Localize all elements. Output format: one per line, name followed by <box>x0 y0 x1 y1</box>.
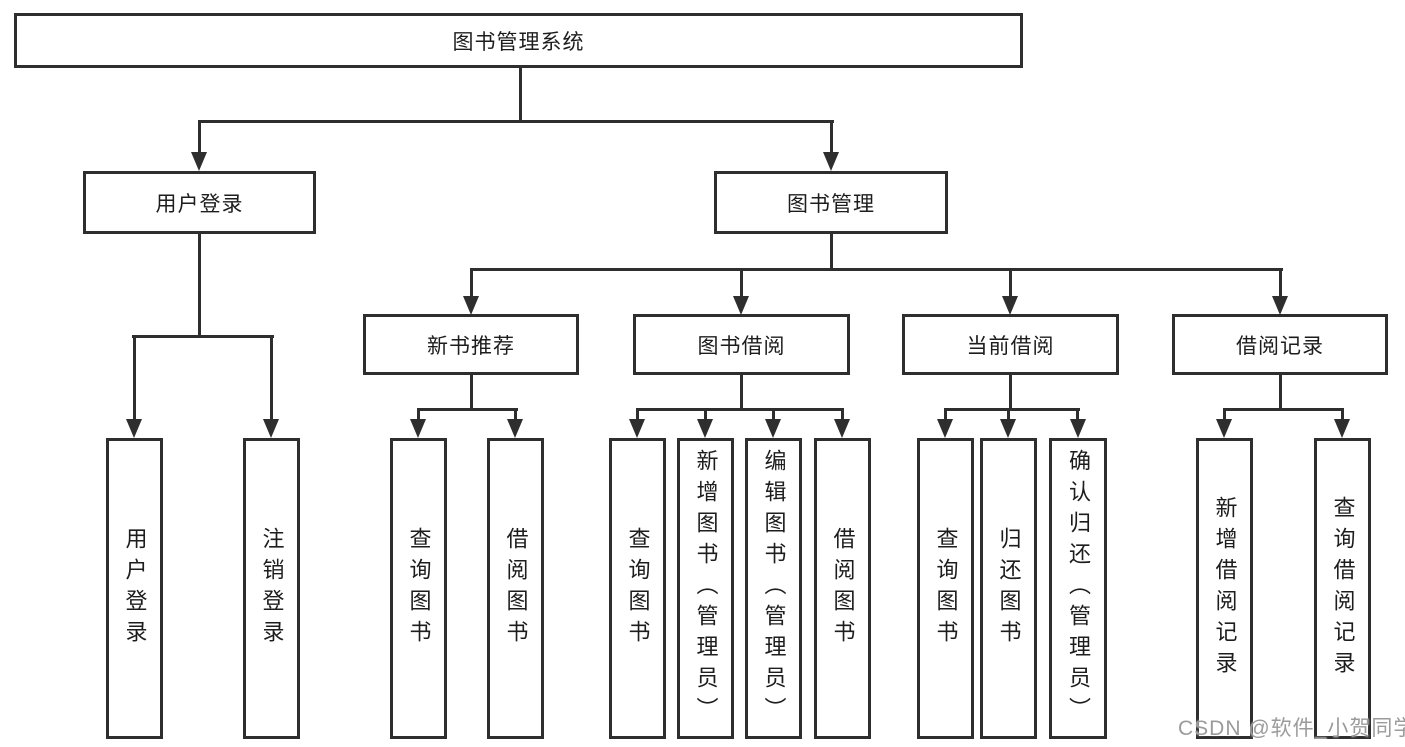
arrowhead-user-login <box>191 152 207 171</box>
edge-borrow-record-stem <box>1279 375 1282 410</box>
arrowhead-confirm-return <box>1070 419 1086 438</box>
edge-to-query-record <box>1341 408 1344 422</box>
edge-new-book-rail <box>417 408 518 411</box>
leaf-query-borrow-record: 查询借阅记录 <box>1314 438 1371 739</box>
edge-to-borrow-a <box>514 408 517 422</box>
edge-to-new-book <box>470 268 473 298</box>
csdn-watermark: CSDN @软件_小贺同学 <box>1178 717 1405 740</box>
edge-user-login-rail <box>132 335 274 338</box>
edge-book-mgmt-stem <box>830 234 833 270</box>
arrowhead-leaf-logout <box>263 419 279 438</box>
edge-to-add-book <box>704 408 707 422</box>
arrowhead-book-mgmt <box>823 152 839 171</box>
edge-to-borrow-record <box>1279 268 1282 298</box>
arrowhead-borrow-b <box>834 419 850 438</box>
edge-to-borrow-b <box>841 408 844 422</box>
leaf-add-borrow-record: 新增借阅记录 <box>1196 438 1253 739</box>
leaf-borrow-book-a: 借阅图书 <box>487 438 544 739</box>
node-user-login: 用户登录 <box>83 171 316 234</box>
node-current-borrow: 当前借阅 <box>902 314 1119 375</box>
leaf-user-login: 用户登录 <box>106 438 163 739</box>
node-root: 图书管理系统 <box>14 13 1023 68</box>
edge-root-rail <box>198 120 834 123</box>
edge-user-login-stem <box>198 234 201 337</box>
edge-to-book-borrow <box>740 268 743 298</box>
edge-to-query-b <box>636 408 639 422</box>
arrowhead-current-borrow <box>1002 296 1018 315</box>
leaf-query-book-b: 查询图书 <box>609 438 666 739</box>
arrowhead-return-book <box>1000 419 1016 438</box>
arrowhead-edit-book <box>765 419 781 438</box>
leaf-query-book-c: 查询图书 <box>917 438 974 739</box>
edge-to-book-mgmt <box>830 120 833 154</box>
edge-book-borrow-rail <box>636 408 844 411</box>
leaf-logout: 注销登录 <box>243 438 300 739</box>
arrowhead-borrow-a <box>507 419 523 438</box>
edge-current-borrow-rail <box>944 408 1080 411</box>
leaf-borrow-book-b: 借阅图书 <box>814 438 871 739</box>
edge-to-return-book <box>1007 408 1010 422</box>
arrowhead-leaf-user-login <box>126 419 142 438</box>
arrowhead-book-borrow <box>733 296 749 315</box>
edge-to-edit-book <box>772 408 775 422</box>
arrowhead-borrow-record <box>1272 296 1288 315</box>
arrowhead-query-c <box>937 419 953 438</box>
edge-to-current-borrow <box>1009 268 1012 298</box>
leaf-add-book-admin: 新增图书（管理员） <box>677 438 734 739</box>
node-borrow-record: 借阅记录 <box>1172 314 1388 375</box>
arrowhead-add-book <box>697 419 713 438</box>
arrowhead-query-b <box>629 419 645 438</box>
edge-to-confirm-return <box>1076 408 1079 422</box>
edge-to-query-c <box>944 408 947 422</box>
node-book-management: 图书管理 <box>714 171 948 234</box>
edge-current-borrow-stem <box>1009 375 1012 410</box>
node-book-borrow: 图书借阅 <box>633 314 850 375</box>
leaf-query-book-a: 查询图书 <box>390 438 447 739</box>
edge-to-user-login <box>198 120 201 154</box>
edge-to-query-a <box>417 408 420 422</box>
edge-book-mgmt-rail <box>470 268 1283 271</box>
leaf-confirm-return-admin: 确认归还（管理员） <box>1049 438 1107 739</box>
arrowhead-query-record <box>1334 419 1350 438</box>
edge-new-book-stem <box>470 375 473 410</box>
edge-root-stem <box>519 68 522 122</box>
leaf-return-book: 归还图书 <box>980 438 1037 739</box>
leaf-edit-book-admin: 编辑图书（管理员） <box>745 438 802 739</box>
edge-to-leaf-user-login <box>133 335 136 421</box>
edge-borrow-record-rail <box>1223 408 1344 411</box>
arrowhead-add-record <box>1216 419 1232 438</box>
node-new-book-recommend: 新书推荐 <box>363 314 579 375</box>
arrowhead-query-a <box>410 419 426 438</box>
edge-book-borrow-stem <box>740 375 743 410</box>
arrowhead-new-book <box>463 296 479 315</box>
edge-to-add-record <box>1223 408 1226 422</box>
edge-to-leaf-logout <box>270 335 273 421</box>
